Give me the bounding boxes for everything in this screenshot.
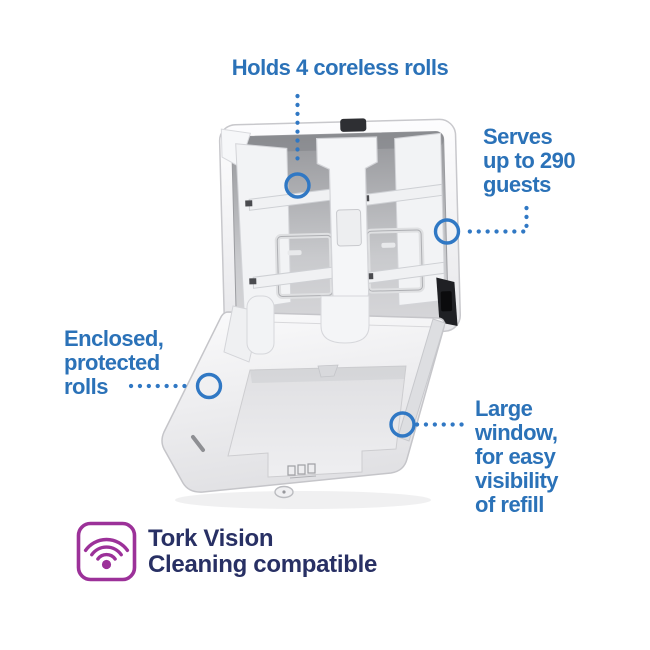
- footer-line: Tork Vision: [148, 525, 274, 552]
- callout-dotted-line: [463, 205, 529, 234]
- tork-vision-note: Tork Vision Cleaning compatible: [76, 521, 377, 582]
- callout-line: up to 290: [483, 148, 576, 173]
- callout-line: guests: [483, 172, 551, 197]
- callout-line: of refill: [475, 492, 544, 517]
- callout-connectors: [128, 93, 529, 438]
- callout-serves-290-guests: Serves up to 290 guests: [483, 124, 576, 197]
- callout-line: protected: [64, 350, 160, 375]
- callout-holds-4-coreless-rolls: Holds 4 coreless rolls: [215, 56, 465, 80]
- callout-line: visibility: [475, 468, 559, 493]
- callout-marker-circle: [389, 411, 416, 438]
- cover-window: [227, 365, 407, 478]
- dispenser-cover: [161, 311, 446, 509]
- cover-slot-mark: [191, 435, 205, 452]
- dispenser-housing: [218, 118, 462, 338]
- housing-top-slot: [340, 118, 367, 132]
- wifi-signal-icon: [76, 521, 137, 582]
- callout-large-window: Large window, for easy visibility of ref…: [475, 396, 559, 517]
- callout-marker-circle: [195, 372, 223, 400]
- certification-marks: [287, 463, 317, 479]
- footer-line: Cleaning compatible: [148, 551, 378, 578]
- callout-line: Serves: [483, 124, 553, 149]
- callout-line: for easy: [475, 444, 556, 469]
- callout-line: Enclosed,: [64, 326, 164, 351]
- callout-line: Large: [475, 396, 533, 421]
- callout-marker-circle: [433, 218, 461, 245]
- dispenser: [161, 118, 462, 509]
- callout-line: Holds 4 coreless rolls: [231, 55, 449, 80]
- callout-line: window,: [475, 420, 558, 445]
- callout-enclosed-protected-rolls: Enclosed, protected rolls: [64, 326, 164, 399]
- tork-vision-label: Tork Vision Cleaning compatible: [148, 526, 377, 578]
- callout-line: rolls: [64, 374, 108, 399]
- hinge-arm: [397, 318, 446, 442]
- dispenser-arms: [223, 295, 446, 442]
- callout-marker-circle: [284, 172, 311, 199]
